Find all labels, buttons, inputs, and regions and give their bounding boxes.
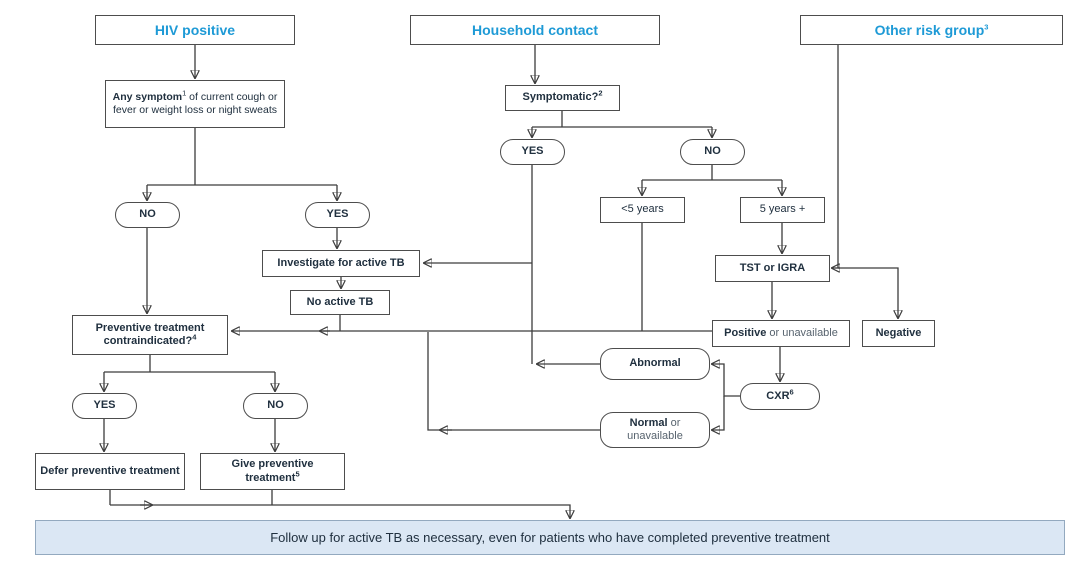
connector-normal-riser — [427, 332, 600, 431]
box-any-symptom: Any symptom1 of current cough or fever o… — [105, 80, 285, 128]
box-tst-or-igra-label: TST or IGRA — [739, 261, 806, 274]
box-preventive-treatment-contraindicated: Preventive treatment contraindicated?4 — [72, 315, 228, 355]
connector-cxr-to-normal — [712, 396, 725, 430]
header-household-contact: Household contact — [410, 15, 660, 45]
box-under-5-years-label: <5 years — [621, 203, 664, 216]
box-under-5-years: <5 years — [600, 197, 685, 223]
box-negative-label: Negative — [875, 326, 922, 339]
box-negative: Negative — [862, 320, 935, 347]
box-investigate-active-tb: Investigate for active TB — [262, 250, 420, 277]
box-defer-preventive-treatment: Defer preventive treatment — [35, 453, 185, 490]
pill-contraindicated-no-label: NO — [267, 399, 284, 412]
pill-hiv-yes-label: YES — [326, 208, 349, 221]
follow-up-banner-label: Follow up for active TB as necessary, ev… — [270, 529, 830, 545]
header-other-risk-group-label: Other risk group3 — [874, 21, 989, 38]
pill-household-no-label: NO — [704, 145, 721, 158]
pill-household-yes-label: YES — [521, 145, 544, 158]
pill-normal-label: Normal or unavailable — [627, 416, 683, 442]
connector-tst-to-negative — [838, 267, 898, 318]
box-no-active-tb: No active TB — [290, 290, 390, 315]
follow-up-banner: Follow up for active TB as necessary, ev… — [35, 520, 1065, 555]
pill-normal-or-unavailable: Normal or unavailable — [600, 412, 710, 448]
header-other-risk-group: Other risk group3 — [800, 15, 1063, 45]
pill-contraindicated-yes: YES — [72, 393, 137, 419]
pill-hiv-no: NO — [115, 202, 180, 228]
pill-household-no: NO — [680, 139, 745, 165]
header-hiv-positive-label: HIV positive — [154, 21, 236, 38]
box-contraindicated-label: Preventive treatment contraindicated?4 — [95, 321, 205, 347]
pill-cxr-label: CXR6 — [766, 387, 794, 402]
box-no-active-tb-label: No active TB — [306, 295, 374, 308]
box-tst-or-igra: TST or IGRA — [715, 255, 830, 282]
pill-contraindicated-yes-label: YES — [93, 399, 116, 412]
pill-household-yes: YES — [500, 139, 565, 165]
pill-hiv-yes: YES — [305, 202, 370, 228]
pill-cxr: CXR6 — [740, 383, 820, 410]
pill-contraindicated-no: NO — [243, 393, 308, 419]
connector-to-banner — [110, 504, 570, 518]
box-defer-label: Defer preventive treatment — [40, 464, 180, 477]
box-5-years-plus: 5 years + — [740, 197, 825, 223]
box-positive-or-unavailable: Positive or unavailable — [712, 320, 850, 347]
box-give-label: Give preventive treatment5 — [231, 458, 314, 484]
box-investigate-label: Investigate for active TB — [277, 256, 405, 269]
header-hiv-positive: HIV positive — [95, 15, 295, 45]
box-any-symptom-label: Any symptom1 of current cough or fever o… — [112, 88, 278, 116]
pill-hiv-no-label: NO — [139, 208, 156, 221]
box-positive-label: Positive or unavailable — [724, 326, 838, 339]
box-5-years-plus-label: 5 years + — [759, 203, 806, 216]
box-symptomatic: Symptomatic?2 — [505, 85, 620, 111]
header-household-contact-label: Household contact — [471, 21, 598, 38]
connector-cxr-to-abnormal — [712, 364, 740, 397]
box-symptomatic-label: Symptomatic?2 — [522, 88, 603, 104]
box-give-preventive-treatment: Give preventive treatment5 — [200, 453, 345, 490]
pill-abnormal: Abnormal — [600, 348, 710, 380]
pill-abnormal-label: Abnormal — [629, 357, 681, 370]
